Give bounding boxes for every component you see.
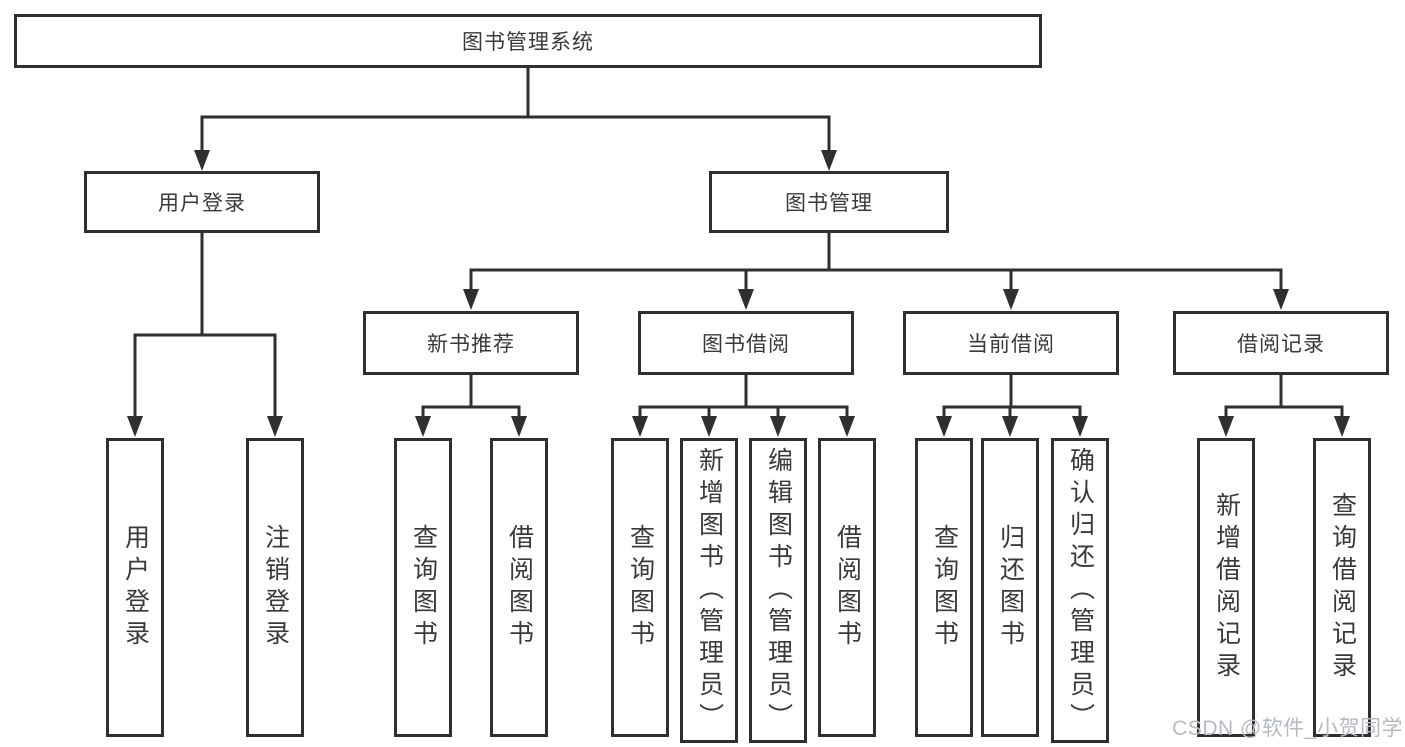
watermark: CSDN @软件_小贺同学 — [1172, 717, 1403, 740]
leaf-query-borrow-record: 查询借阅记录 — [1313, 438, 1371, 737]
leaf-borrow-books-recommend: 借阅图书 — [490, 438, 548, 737]
node-current-borrowing: 当前借阅 — [903, 311, 1119, 375]
leaf-borrow-books-borrowing: 借阅图书 — [818, 438, 876, 737]
node-book-borrowing-label: 图书借阅 — [702, 333, 790, 356]
leaf-user-login-label: 用户登录 — [121, 523, 150, 652]
leaf-borrow-books-borrowing-label: 借阅图书 — [833, 523, 862, 652]
leaf-edit-book-admin: 编辑图书（管理员） — [749, 438, 807, 743]
leaf-user-login: 用户登录 — [106, 438, 164, 737]
node-borrow-records-label: 借阅记录 — [1237, 333, 1325, 356]
leaf-return-books: 归还图书 — [981, 438, 1039, 737]
node-book-borrowing: 图书借阅 — [638, 311, 854, 375]
leaf-borrow-books-recommend-label: 借阅图书 — [505, 523, 534, 652]
node-user-login: 用户登录 — [84, 171, 320, 233]
leaf-query-books-current-label: 查询图书 — [930, 523, 959, 652]
node-book-management-label: 图书管理 — [785, 192, 873, 215]
leaf-query-borrow-record-label: 查询借阅记录 — [1328, 491, 1357, 684]
leaf-query-books-current: 查询图书 — [915, 438, 973, 737]
leaf-add-borrow-record: 新增借阅记录 — [1197, 438, 1255, 737]
leaf-edit-book-admin-label: 编辑图书（管理员） — [764, 446, 793, 735]
leaf-query-books-recommend: 查询图书 — [394, 438, 452, 737]
leaf-add-borrow-record-label: 新增借阅记录 — [1212, 491, 1241, 684]
node-new-book-recommend: 新书推荐 — [363, 311, 579, 375]
leaf-logout: 注销登录 — [246, 438, 304, 737]
node-borrow-records: 借阅记录 — [1173, 311, 1389, 375]
node-book-management: 图书管理 — [709, 171, 949, 233]
node-new-book-recommend-label: 新书推荐 — [427, 333, 515, 356]
node-user-login-label: 用户登录 — [158, 192, 246, 215]
leaf-query-books-borrowing: 查询图书 — [611, 438, 669, 737]
node-current-borrowing-label: 当前借阅 — [967, 333, 1055, 356]
node-root: 图书管理系统 — [14, 14, 1042, 68]
leaf-add-book-admin: 新增图书（管理员） — [680, 438, 738, 743]
leaf-add-book-admin-label: 新增图书（管理员） — [695, 446, 724, 735]
leaf-query-books-recommend-label: 查询图书 — [409, 523, 438, 652]
leaf-query-books-borrowing-label: 查询图书 — [626, 523, 655, 652]
node-root-label: 图书管理系统 — [462, 31, 594, 54]
leaf-return-books-label: 归还图书 — [996, 523, 1025, 652]
leaf-confirm-return-admin-label: 确认归还（管理员） — [1066, 446, 1095, 735]
leaf-confirm-return-admin: 确认归还（管理员） — [1051, 438, 1109, 743]
leaf-logout-label: 注销登录 — [261, 523, 290, 652]
